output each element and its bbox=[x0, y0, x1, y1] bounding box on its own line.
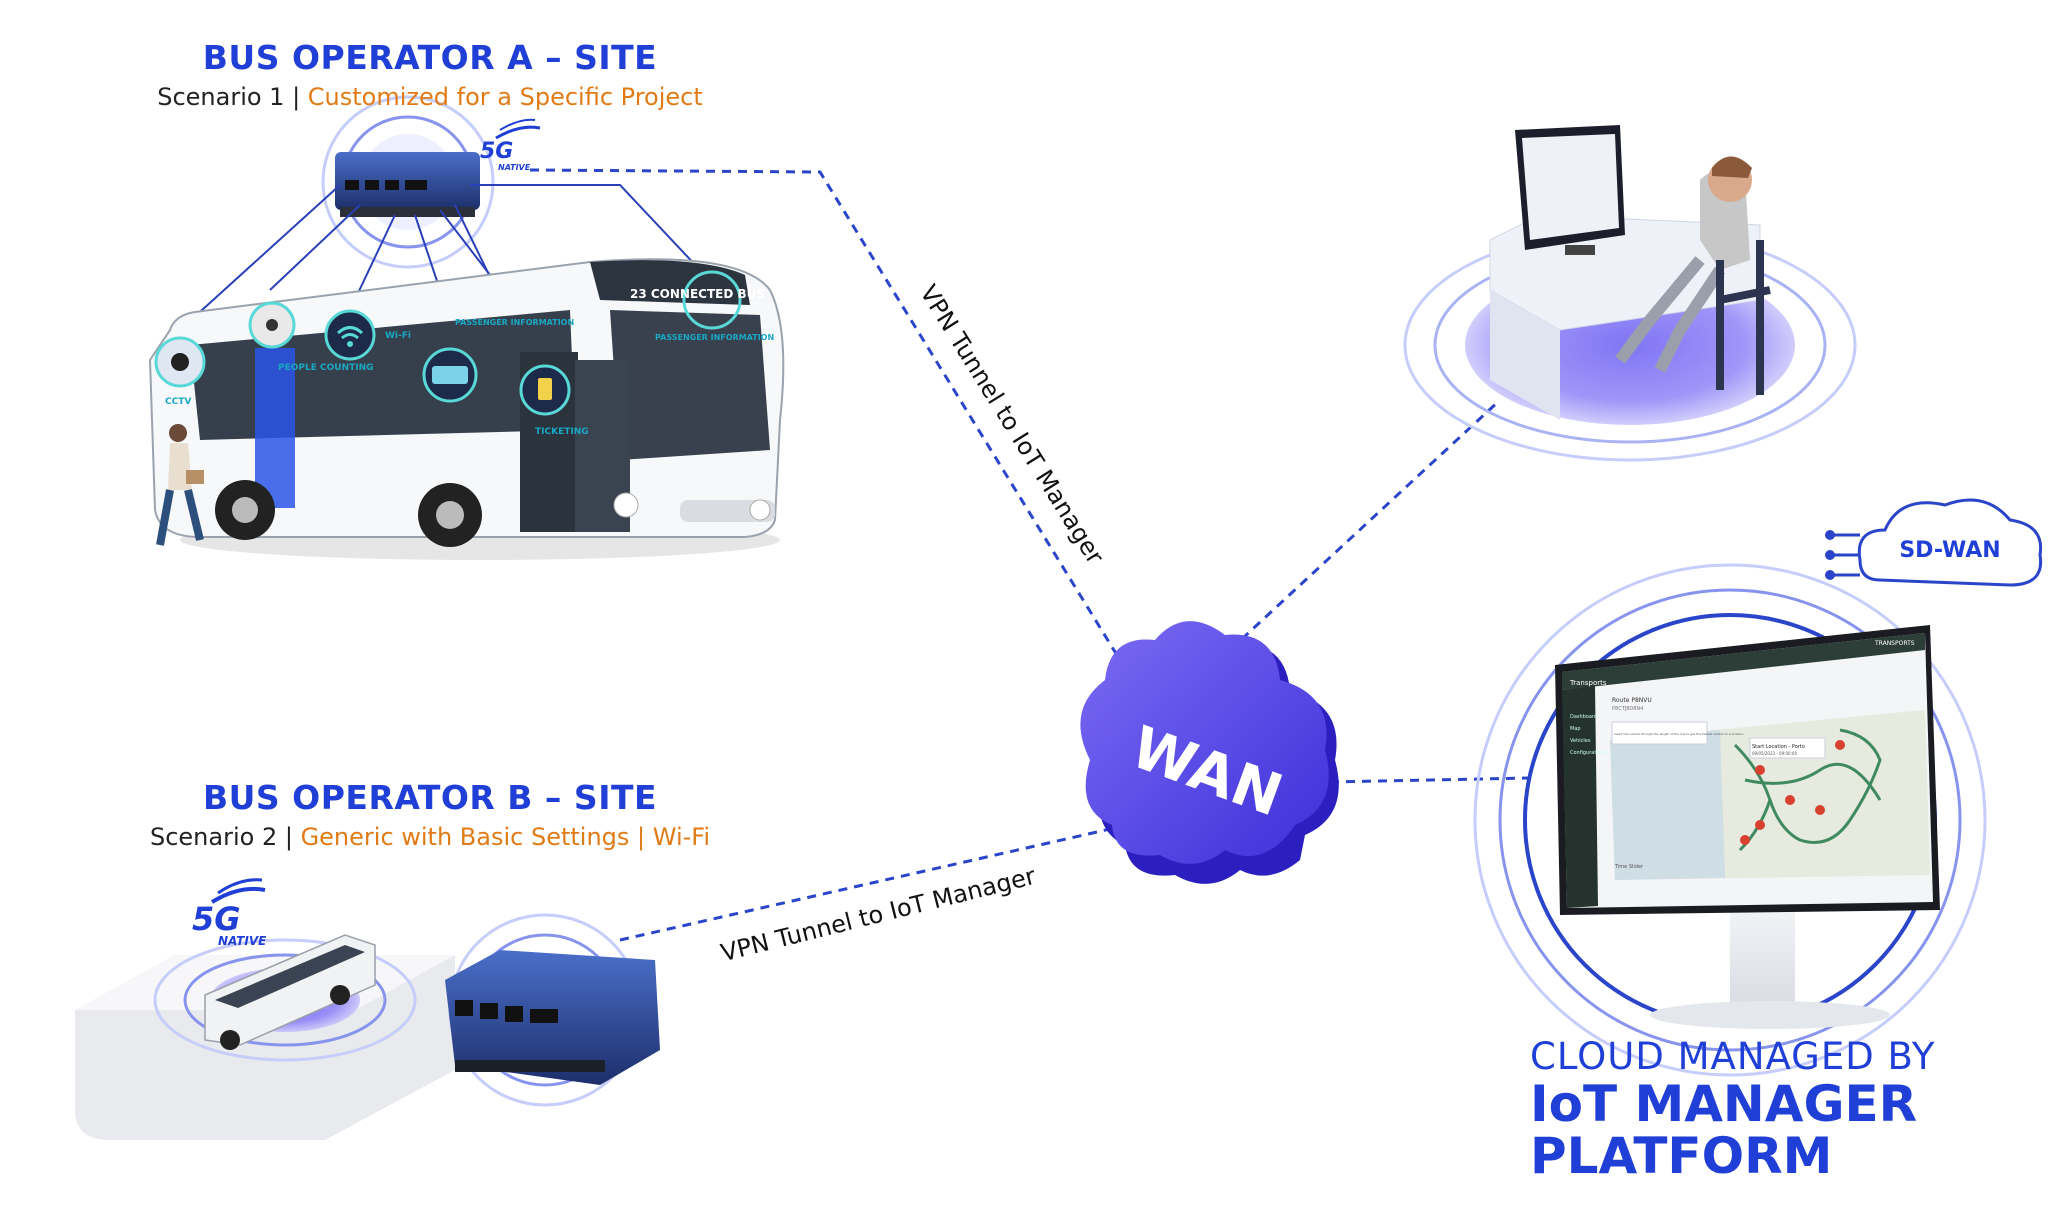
site-b-heading: BUS OPERATOR B – SITE Scenario 2 | Gener… bbox=[90, 778, 770, 851]
passenger-figure bbox=[156, 424, 204, 546]
sdwan-label: SD-WAN bbox=[1899, 538, 2000, 563]
svg-text:5G: 5G bbox=[192, 900, 241, 938]
link-wan-to-operator bbox=[1228, 398, 1502, 652]
monitor-timeline: Time Slider bbox=[1614, 864, 1644, 870]
destination-display-icon bbox=[682, 270, 742, 330]
site-a-scenario: Scenario 1 | bbox=[157, 83, 308, 111]
label-cctv: CCTV bbox=[165, 397, 191, 407]
site-a-heading: BUS OPERATOR A – SITE Scenario 1 | Custo… bbox=[90, 38, 770, 111]
link-site-a-to-wan bbox=[529, 168, 1122, 661]
monitor-menu-0: Dashboard bbox=[1570, 714, 1597, 720]
label-passenger-info-2: PASSENGER INFORMATION bbox=[655, 333, 774, 342]
platform-monitor bbox=[1473, 563, 1987, 1077]
link-site-b-to-wan bbox=[619, 818, 1151, 942]
dashed-links bbox=[529, 168, 1531, 942]
gateway-device-a bbox=[321, 95, 495, 269]
site-b-title: BUS OPERATOR B – SITE bbox=[202, 778, 658, 817]
wan-cloud bbox=[1080, 621, 1339, 884]
label-destination: 23 CONNECTED BUS bbox=[630, 287, 765, 301]
service-icons bbox=[154, 270, 742, 416]
cloud-managed-line1: CLOUD MANAGED BY bbox=[1530, 1035, 1936, 1078]
label-passenger-info-1: PASSENGER INFORMATION bbox=[455, 318, 574, 327]
svg-text:NATIVE: NATIVE bbox=[498, 163, 531, 172]
monitor-route-title: Route P8NVU bbox=[1612, 697, 1652, 704]
site-a-subtitle: Scenario 1 | Customized for a Specific P… bbox=[90, 83, 770, 111]
monitor-info-box: Insert the vehicle through the length of… bbox=[1614, 732, 1744, 736]
cloud-managed-text: CLOUD MANAGED BY IoT MANAGER PLATFORM bbox=[1530, 1035, 1935, 1182]
link-wan-to-platform bbox=[1329, 776, 1531, 784]
monitor-menu-3: Configurations bbox=[1570, 750, 1607, 756]
monitor-header-right: TRANSPORTS bbox=[1874, 640, 1915, 647]
site-a-title: BUS OPERATOR A – SITE bbox=[202, 38, 658, 77]
gateway-device-b bbox=[445, 913, 660, 1107]
site-b-subtitle: Scenario 2 | Generic with Basic Settings… bbox=[90, 823, 770, 851]
site-a-scenario-detail: Customized for a Specific Project bbox=[307, 83, 703, 111]
label-wifi: Wi-Fi bbox=[385, 331, 411, 341]
monitor-screen-text: Transports TRANSPORTS Route P8NVU P8CTJ8… bbox=[1569, 640, 1915, 870]
mini-bus bbox=[204, 934, 376, 1050]
cloud-managed-line2: IoT MANAGER bbox=[1530, 1075, 1918, 1133]
5g-native-badge-a: 5G NATIVE bbox=[480, 118, 541, 172]
5g-native-badge-b: 5G NATIVE bbox=[192, 878, 267, 948]
monitor-popup-title: Start Location - Porto bbox=[1752, 744, 1805, 750]
monitor-route-sub: P8CTJ8D8N4 bbox=[1612, 706, 1643, 712]
site-b-scenario: Scenario 2 | bbox=[149, 823, 301, 851]
site-b-scenario-detail: Generic with Basic Settings | Wi-Fi bbox=[300, 823, 711, 851]
monitor-app-name: Transports bbox=[1569, 679, 1607, 687]
svg-text:5G: 5G bbox=[480, 139, 513, 164]
monitor-popup-sub: 09/05/2023 - 09:00:00 bbox=[1752, 751, 1797, 756]
monitor-menu-1: Map bbox=[1570, 726, 1581, 732]
city-bus bbox=[148, 258, 785, 560]
monitor-menu-2: Vehicles bbox=[1570, 738, 1591, 744]
sdwan-badge bbox=[1825, 498, 2043, 587]
svg-text:NATIVE: NATIVE bbox=[218, 934, 267, 948]
label-ticketing: TICKETING bbox=[535, 427, 589, 437]
cloud-managed-line3: PLATFORM bbox=[1530, 1127, 1833, 1185]
label-people-counting: PEOPLE COUNTING bbox=[278, 363, 374, 373]
operator-workstation bbox=[1403, 125, 1857, 462]
